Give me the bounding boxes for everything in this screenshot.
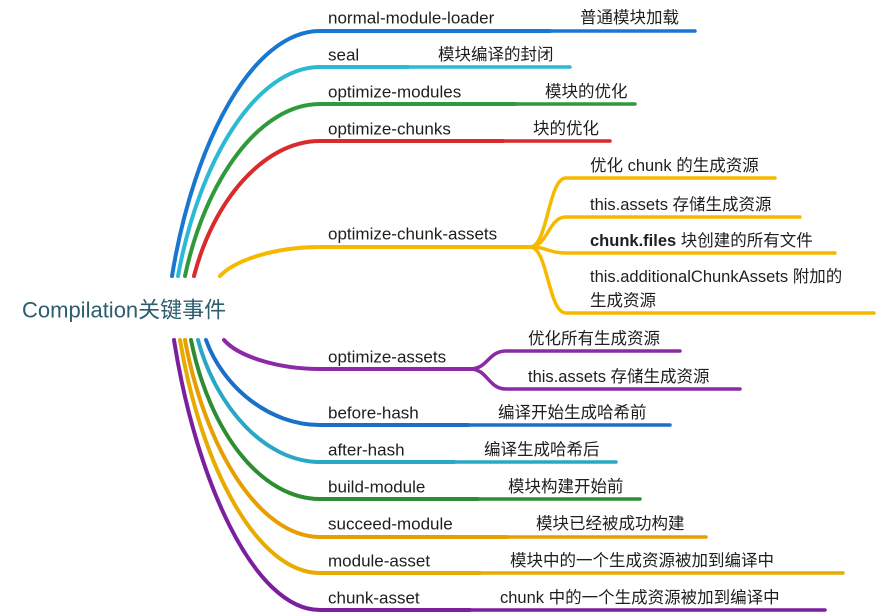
subtopic-emphasis: chunk.files	[590, 232, 676, 250]
branch-curve	[204, 338, 470, 427]
subtopic-label: 优化所有生成资源	[528, 329, 660, 348]
branch-curve	[176, 65, 410, 278]
branch-curve	[170, 29, 552, 278]
subtopic-label: this.additionalChunkAssets 附加的 生成资源	[590, 267, 874, 310]
subtopic-label: 模块中的一个生成资源被加到编译中	[510, 551, 774, 570]
subtopic-line-1: this.additionalChunkAssets 附加的	[590, 267, 842, 286]
subtopic-label: 模块构建开始前	[508, 477, 624, 496]
subtopic-label: 编译开始生成哈希前	[498, 403, 647, 422]
subtopic-label: 模块的优化	[545, 82, 628, 101]
branch-curve	[172, 338, 472, 612]
subtopic-label: 模块已经被成功构建	[536, 514, 685, 533]
topic-label: seal	[328, 46, 359, 65]
branch-succeed-module: succeed-module 模块已经被成功构建	[183, 338, 708, 539]
subtopic-line	[528, 245, 876, 315]
subtopic-label: 普通模块加载	[580, 8, 679, 27]
topic-label: module-asset	[328, 552, 430, 571]
branch-optimize-modules: optimize-modules 模块的优化	[183, 82, 637, 278]
branch-curve	[183, 338, 508, 539]
subtopic-label: 模块编译的封闭	[438, 45, 554, 64]
topic-label: optimize-assets	[328, 348, 446, 367]
branch-after-hash: after-hash 编译生成哈希后	[196, 338, 618, 464]
topic-label: succeed-module	[328, 515, 453, 534]
branch-curve	[178, 338, 482, 575]
branch-curve	[189, 338, 480, 501]
subtopic-label: this.assets 存储生成资源	[590, 195, 772, 214]
branch-curve	[183, 102, 517, 278]
branch-curve	[192, 139, 505, 278]
topic-label: normal-module-loader	[328, 9, 495, 28]
branch-optimize-chunk-assets: optimize-chunk-assets 优化 chunk 的生成资源 thi…	[218, 156, 876, 315]
topic-label: before-hash	[328, 404, 419, 423]
topic-label: chunk-asset	[328, 589, 420, 608]
subtopic-label: 块的优化	[533, 119, 599, 138]
subtopic-label: 编译生成哈希后	[484, 440, 600, 459]
branch-optimize-assets: optimize-assets 优化所有生成资源 this.assets 存储生…	[222, 329, 742, 391]
branch-normal-module-loader: normal-module-loader 普通模块加载	[170, 8, 697, 278]
branch-chunk-asset: chunk-asset chunk 中的一个生成资源被加到编译中	[172, 338, 827, 612]
branch-curve	[218, 245, 532, 278]
root-topic: Compilation关键事件	[22, 298, 226, 323]
branch-curve	[222, 338, 472, 371]
subtopic-line-2: 生成资源	[590, 291, 656, 310]
subtopic-label: chunk.files 块创建的所有文件	[590, 231, 813, 250]
subtopic-label: chunk 中的一个生成资源被加到编译中	[500, 588, 780, 607]
branch-before-hash: before-hash 编译开始生成哈希前	[204, 338, 672, 427]
topic-label: optimize-chunks	[328, 120, 451, 139]
topic-label: after-hash	[328, 441, 405, 460]
subtopic-text: 块创建的所有文件	[676, 231, 813, 250]
branch-module-asset: module-asset 模块中的一个生成资源被加到编译中	[178, 338, 845, 575]
topic-label: optimize-chunk-assets	[328, 225, 497, 244]
subtopic-line	[468, 349, 682, 371]
branch-curve	[196, 338, 456, 464]
topic-label: optimize-modules	[328, 83, 461, 102]
subtopic-label: 优化 chunk 的生成资源	[590, 156, 759, 175]
branch-seal: seal 模块编译的封闭	[176, 45, 572, 278]
subtopic-label: this.assets 存储生成资源	[528, 367, 710, 386]
branch-build-module: build-module 模块构建开始前	[189, 338, 642, 501]
branch-optimize-chunks: optimize-chunks 块的优化	[192, 119, 612, 278]
topic-label: build-module	[328, 478, 425, 497]
subtopic-line	[468, 367, 742, 391]
